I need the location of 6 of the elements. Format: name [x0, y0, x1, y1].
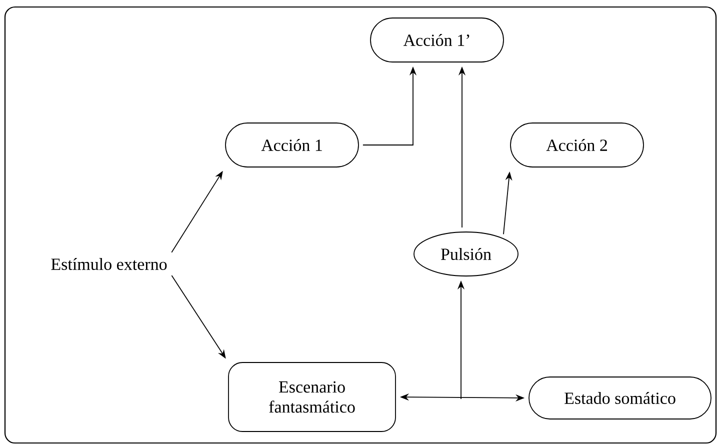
- stimulus-label: Estímulo externo: [51, 258, 167, 270]
- action-box: Acción 2: [510, 122, 644, 168]
- state-box: Estado somático: [528, 376, 712, 420]
- action-box: Acción 1’: [370, 18, 504, 62]
- action-box: Acción 1: [225, 122, 359, 168]
- scenario-box: Escenario fantasmático: [228, 362, 396, 432]
